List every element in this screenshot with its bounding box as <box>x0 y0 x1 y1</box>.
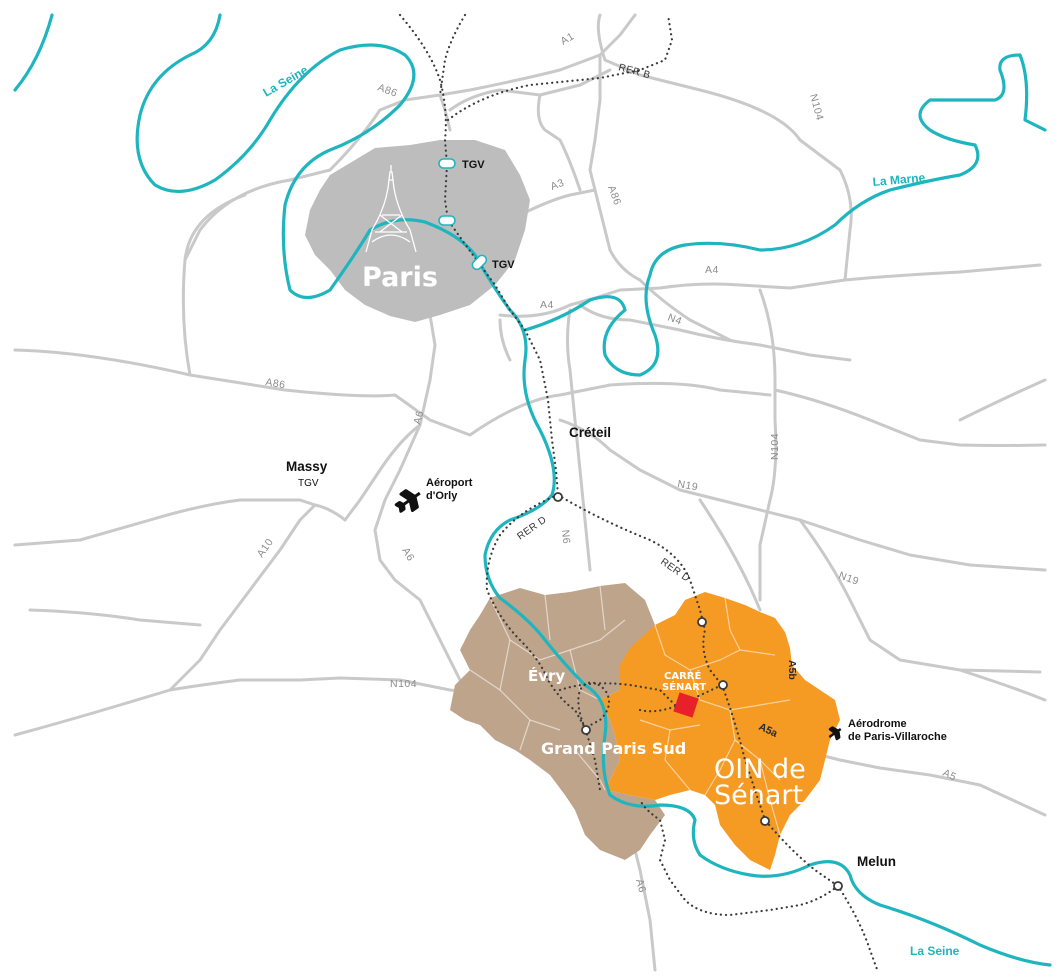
tgv-station-north <box>438 158 456 169</box>
grand-paris-sud-communes <box>469 585 626 791</box>
road-label-a4-center: A4 <box>540 299 554 311</box>
road-label-a86-south: A86 <box>264 376 286 391</box>
oin-senart-communes <box>639 597 791 836</box>
station-north-senart <box>697 617 707 627</box>
road-label-a4-east: A4 <box>705 264 719 276</box>
label-grand-paris-sud: Grand Paris Sud <box>541 739 686 758</box>
carre-senart-marker <box>673 692 699 718</box>
road-labels: A1 A86 N104 A3 A86 A4 A4 N4 A86 A6 N104 … <box>255 30 959 894</box>
stations <box>553 492 843 891</box>
airplane-icon <box>394 489 421 513</box>
station-creteil <box>553 492 563 502</box>
road-label-a5: A5 <box>941 767 959 784</box>
road-label-a6-south: A6 <box>633 878 648 894</box>
label-massy-tgv: TGV <box>298 478 319 489</box>
seine-river <box>13 13 54 92</box>
tgv-station-south <box>471 254 488 271</box>
label-carre-line1: CARRÉ <box>664 669 701 682</box>
river-label-seine-north: La Seine <box>261 63 311 100</box>
eiffel-tower-icon <box>365 165 417 253</box>
airplane-icon-villaroche <box>828 726 842 741</box>
rail-label-rer-b: RER B <box>617 62 651 81</box>
label-massy: Massy <box>286 459 328 474</box>
station-melun <box>833 881 843 891</box>
road-label-a5b: A5b <box>786 660 798 680</box>
label-creteil: Créteil <box>569 425 611 440</box>
road-label-a3: A3 <box>549 177 566 193</box>
paris-area <box>305 140 530 322</box>
tgv-station-mid <box>438 215 456 226</box>
road-label-n4: N4 <box>666 312 684 328</box>
road-label-a6-mid: A6 <box>399 546 416 564</box>
road-label-n104-east: N104 <box>769 433 781 460</box>
tgv-stations <box>438 158 488 271</box>
label-villaroche-line2: de Paris-Villaroche <box>848 731 947 743</box>
road-label-n6: N6 <box>559 529 572 544</box>
marne-river <box>523 53 1047 377</box>
road-label-n19-west: N19 <box>676 478 699 493</box>
grand-paris-sud-area <box>450 583 665 860</box>
label-tgv-north: TGV <box>462 159 485 171</box>
rail-label-rer-d-west: RER D <box>515 514 548 542</box>
station-carre-senart <box>718 680 728 690</box>
oin-senart-area <box>600 592 840 870</box>
label-evry: Évry <box>528 666 565 685</box>
road-label-a6-north: A6 <box>411 409 426 425</box>
road-label-a86-north: A86 <box>376 82 399 100</box>
road-label-a1: A1 <box>559 30 577 47</box>
label-melun: Melun <box>857 854 896 869</box>
road-label-n104-north: N104 <box>807 93 826 122</box>
label-carre-line2: SÉNART <box>662 680 706 693</box>
road-label-n19-east: N19 <box>837 570 861 588</box>
station-evry <box>581 725 591 735</box>
label-orly-line2: d'Orly <box>426 490 458 502</box>
river-label-seine-south: La Seine <box>910 944 960 958</box>
label-oin-line2: Sénart <box>714 780 803 811</box>
rivers <box>13 13 1052 967</box>
road-network <box>13 13 1047 972</box>
seine-river-main <box>135 13 1052 967</box>
label-oin-line1: OIN de <box>714 754 806 785</box>
label-paris: Paris <box>362 262 438 293</box>
river-label-marne: La Marne <box>872 170 926 189</box>
rail-label-rer-d-east: RER D <box>658 556 691 584</box>
label-villaroche-line1: Aérodrome <box>848 718 907 730</box>
label-orly-line1: Aéroport <box>426 477 473 489</box>
road-label-a86-east: A86 <box>605 184 623 207</box>
road-label-a10: A10 <box>255 536 276 559</box>
label-tgv-south: TGV <box>492 259 515 271</box>
road-label-n104-south: N104 <box>390 678 417 690</box>
station-south-senart <box>760 816 770 826</box>
